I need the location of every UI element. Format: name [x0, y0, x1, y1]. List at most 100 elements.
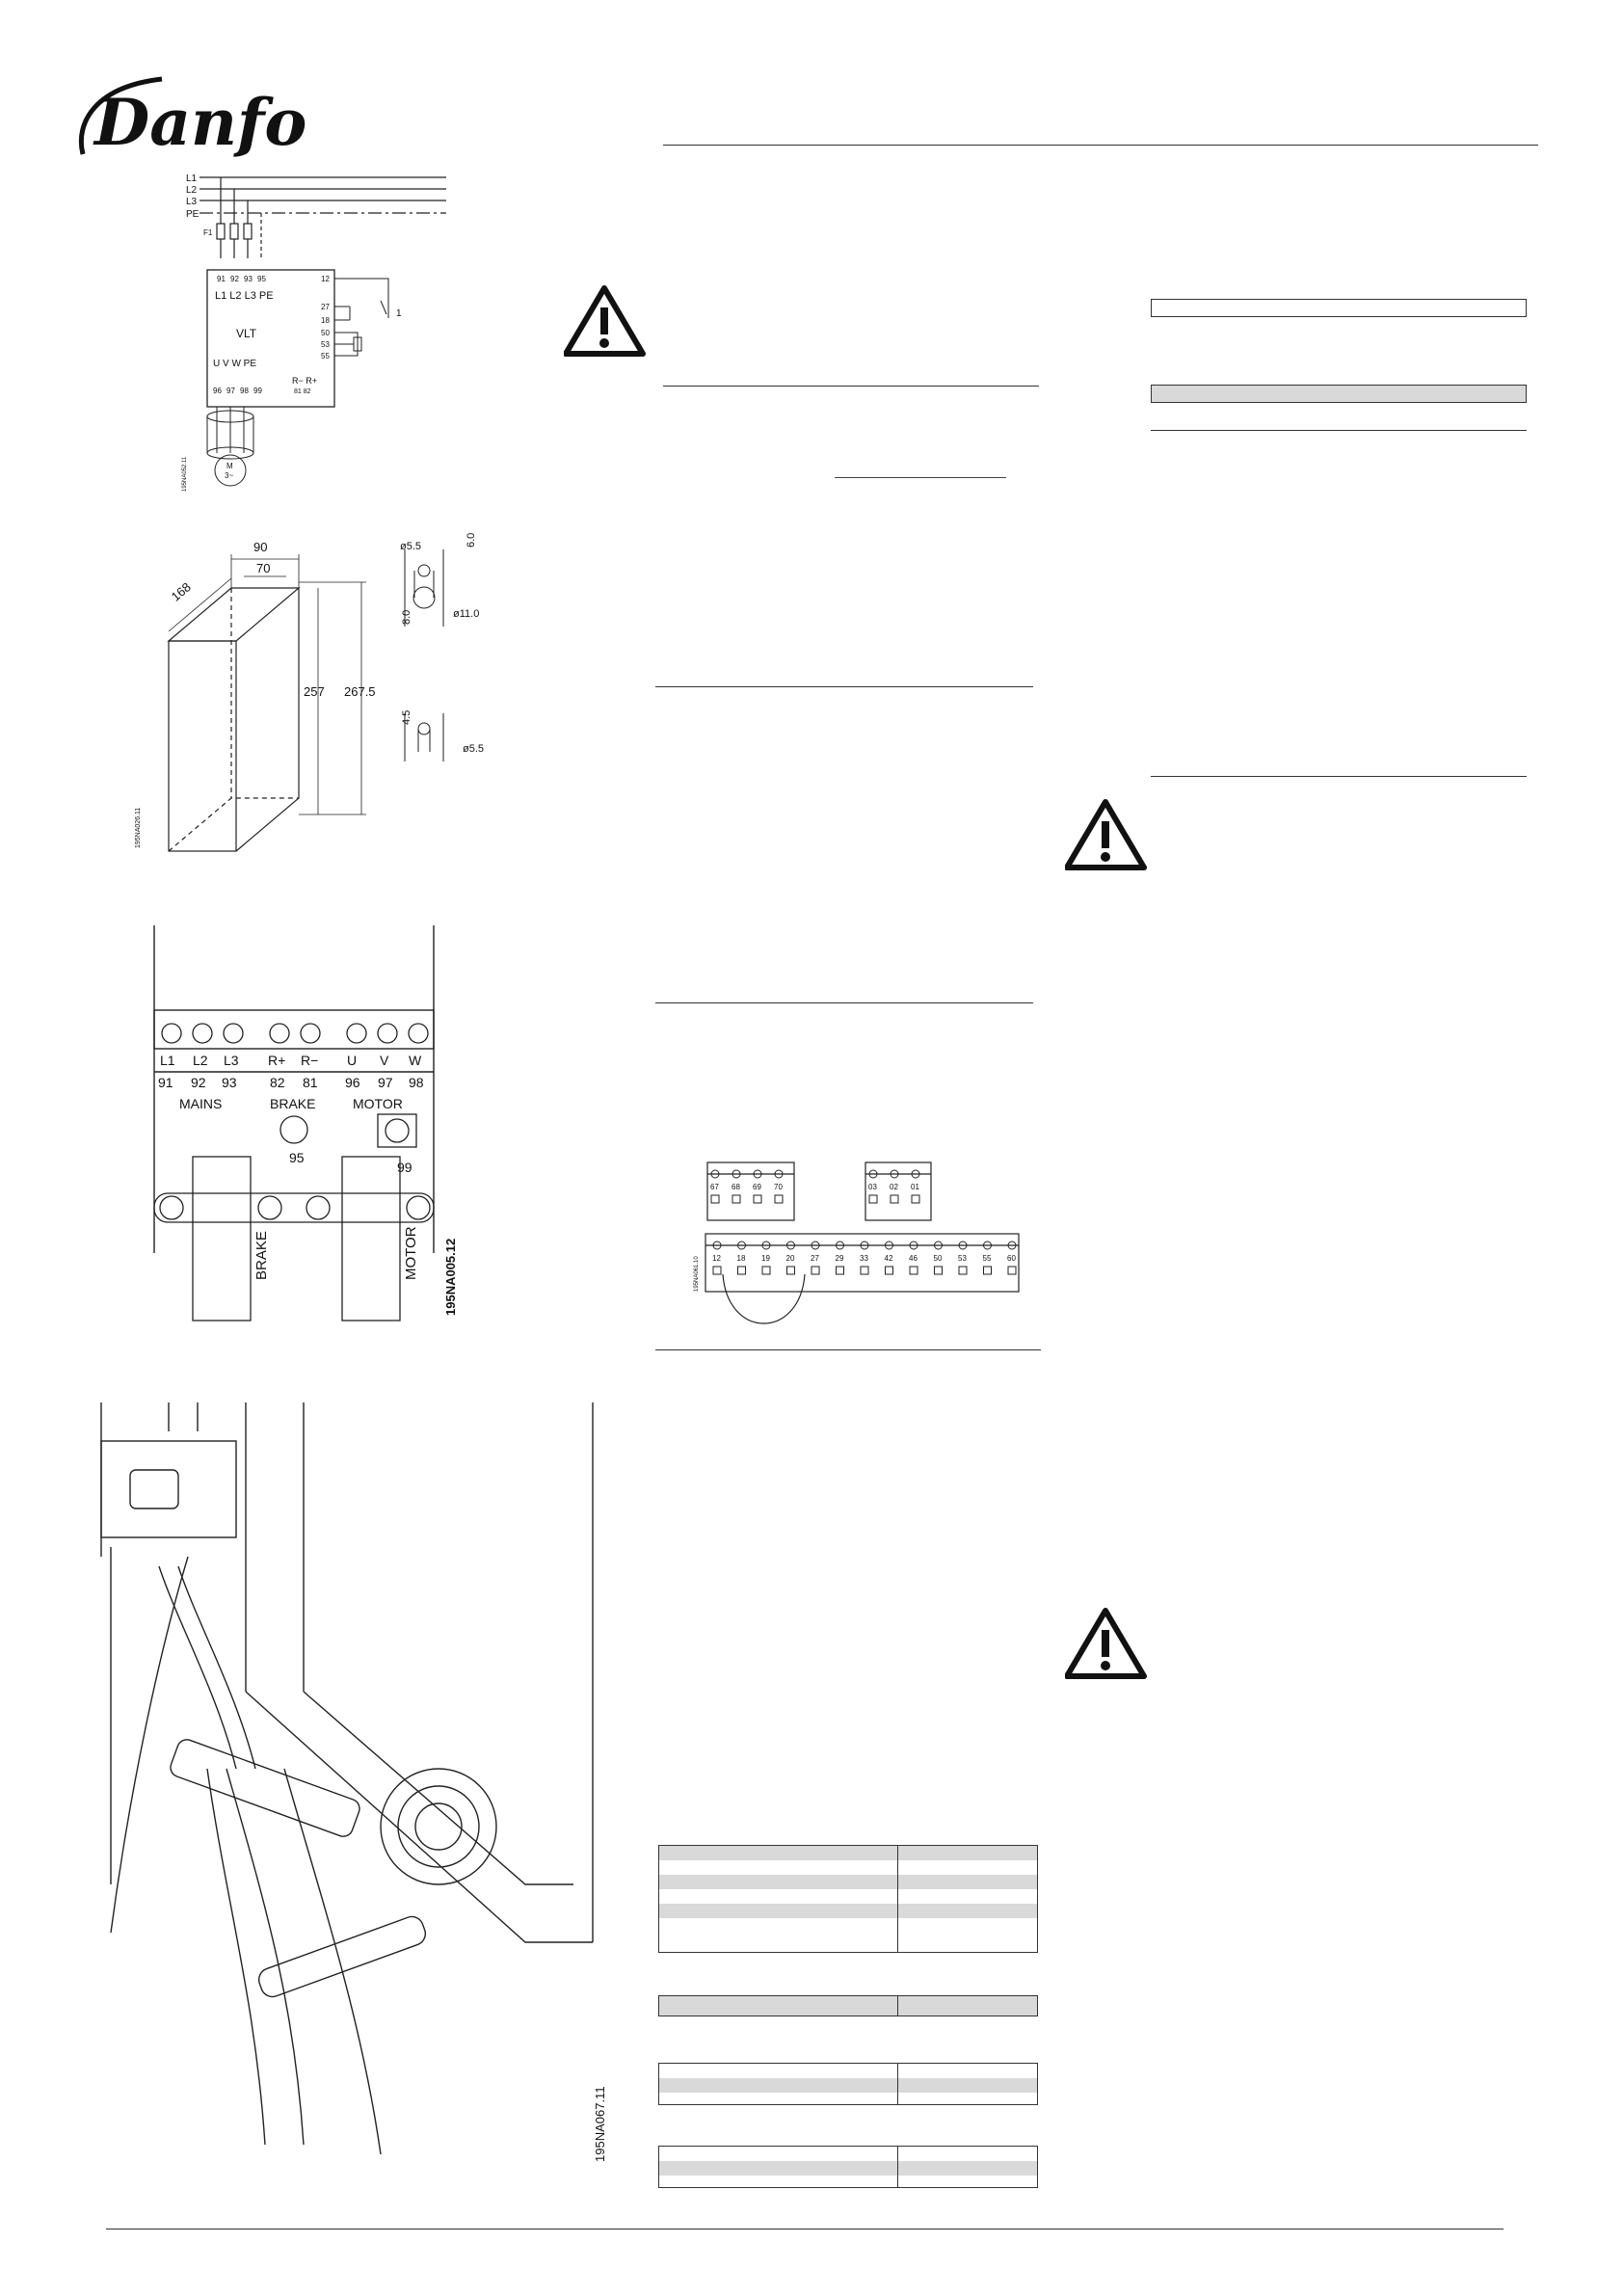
divider-4 [655, 1349, 1041, 1350]
ground-95: 95 [289, 1150, 305, 1165]
ctrl-12: 12 [321, 275, 330, 283]
warning-icon [1064, 1607, 1147, 1679]
terminal-screw-icon [868, 1169, 878, 1179]
terminal-screw-icon [890, 1169, 899, 1179]
terminal-slot [732, 1194, 741, 1204]
out-98: 98 [240, 387, 249, 395]
terminal-label: 12 [712, 1254, 721, 1263]
num-92: 92 [191, 1075, 206, 1090]
terminal-label: 33 [860, 1254, 868, 1263]
terminal-label: 70 [774, 1183, 783, 1191]
ctrl-53: 53 [321, 340, 330, 349]
terminal-slot [786, 1266, 795, 1275]
terminal-screw-icon [732, 1169, 741, 1179]
table-3 [658, 2063, 1038, 2105]
box-1 [1151, 299, 1527, 317]
terminal-code: 195NA005.12 [443, 1239, 458, 1316]
table-1 [658, 1845, 1038, 1953]
terminal-slot [737, 1266, 746, 1275]
terminal-slot [811, 1266, 820, 1275]
terminal-label: 55 [983, 1254, 992, 1263]
num-96: 96 [345, 1075, 360, 1090]
brand-logo: Danfoss [56, 66, 379, 172]
cable-brake: BRAKE [253, 1231, 270, 1280]
terminal-slot [753, 1194, 762, 1204]
term-rplus: R+ [268, 1053, 285, 1068]
group-brake: BRAKE [270, 1096, 315, 1111]
photo-code: 195NA067.11 [593, 2086, 607, 2162]
input-labels: L1 L2 L3 PE [215, 290, 274, 302]
in-95: 95 [257, 275, 266, 283]
num-82: 82 [270, 1075, 285, 1090]
divider-3 [655, 1002, 1033, 1003]
dim-hole-large: ø11.0 [453, 608, 479, 620]
terminal-screw-icon [885, 1241, 893, 1250]
table-2 [658, 1995, 1038, 2016]
control-code: 195NA061.10 [694, 1256, 700, 1292]
in-93: 93 [244, 275, 253, 283]
terminal-label: 69 [753, 1183, 761, 1191]
ctrl-27: 27 [321, 303, 330, 311]
term-w: W [409, 1053, 422, 1068]
terminal-label: 02 [890, 1183, 898, 1191]
term-l3: L3 [224, 1053, 239, 1068]
output-labels: U V W PE [213, 359, 256, 369]
terminal-label: 27 [811, 1254, 819, 1263]
term-l2: L2 [193, 1053, 208, 1068]
motor-phase: 3~ [225, 471, 233, 480]
line-pe: PE [186, 209, 200, 220]
fuse-label: F1 [203, 228, 213, 237]
terminal-label: 19 [761, 1254, 770, 1263]
terminal-slot [1007, 1266, 1017, 1275]
term-u: U [347, 1053, 357, 1068]
terminal-label: 46 [909, 1254, 918, 1263]
motor-label: M [226, 462, 233, 470]
brake-labels: R− R+ [292, 376, 317, 386]
dimension-drawing: 168 90 70 257 267.5 ø5.5 6.0 ø11.0 8.0 4… [130, 521, 535, 877]
terminal-screw-icon [911, 1169, 920, 1179]
terminal-slot [885, 1266, 893, 1275]
in-92: 92 [230, 275, 239, 283]
term-l1: L1 [160, 1053, 175, 1068]
cable-motor: MOTOR [403, 1226, 419, 1280]
terminal-screw-icon [753, 1169, 762, 1179]
switch-number: 1 [396, 308, 402, 319]
num-81: 81 [303, 1075, 318, 1090]
terminal-label: 50 [934, 1254, 943, 1263]
out-99: 99 [253, 387, 262, 395]
dim-bottom-offset: 4.5 [401, 710, 412, 725]
ground-99: 99 [397, 1160, 412, 1175]
dim-slot-height: 8.0 [401, 610, 412, 625]
vlt-label: VLT [236, 327, 257, 340]
warning-icon [1064, 798, 1147, 870]
installation-drawing: 195NA067.11 [72, 1402, 612, 2174]
terminal-slot [890, 1194, 899, 1204]
dim-bottom-hole: ø5.5 [463, 743, 484, 755]
line-l2: L2 [186, 185, 198, 196]
wiring-code: 195NA052.11 [182, 456, 188, 492]
dim-width-inner: 70 [256, 561, 270, 575]
terminal-label: 53 [958, 1254, 967, 1263]
terminal-screw-icon [710, 1169, 720, 1179]
group-motor: MOTOR [353, 1096, 403, 1111]
terminal-label: 67 [710, 1183, 719, 1191]
terminal-screw-icon [786, 1241, 795, 1250]
term-v: V [380, 1053, 389, 1068]
num-93: 93 [222, 1075, 237, 1090]
terminal-label: 42 [885, 1254, 893, 1263]
num-91: 91 [158, 1075, 173, 1090]
dim-height-2: 267.5 [344, 684, 376, 699]
term-rminus: R− [301, 1053, 318, 1068]
terminal-slot [934, 1266, 943, 1275]
in-91: 91 [217, 275, 226, 283]
terminal-slot [774, 1194, 784, 1204]
out-97: 97 [226, 387, 235, 395]
box-2 [1151, 385, 1527, 403]
warning-icon [563, 284, 646, 357]
divider-1 [663, 386, 1039, 387]
dim-height-1: 257 [304, 684, 325, 699]
terminal-screw-icon [737, 1241, 746, 1250]
terminal-label: 68 [732, 1183, 740, 1191]
terminal-label: 60 [1007, 1254, 1016, 1263]
group-mains: MAINS [179, 1096, 222, 1111]
